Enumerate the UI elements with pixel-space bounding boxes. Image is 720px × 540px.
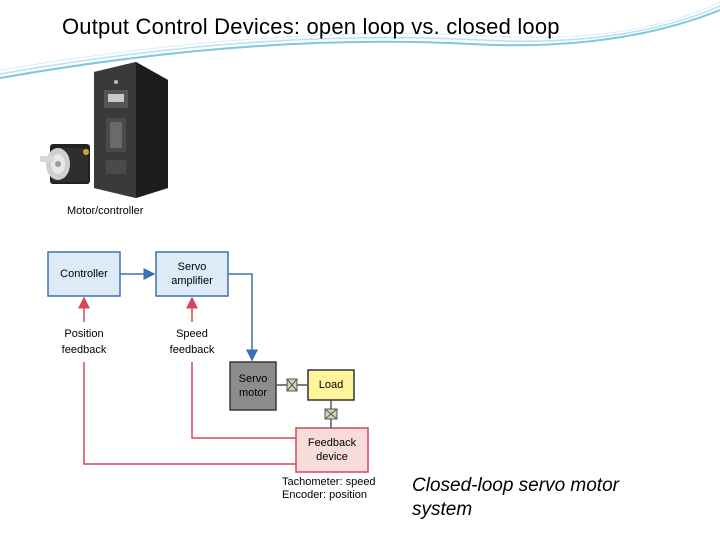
slide-caption-line2: system bbox=[412, 499, 473, 520]
feedback-device-label-line1: Feedback bbox=[307, 437, 357, 449]
servo-amplifier-box bbox=[155, 251, 229, 297]
amplifier-to-motor-arrow bbox=[228, 273, 258, 362]
position-feedback-label-line2: feedback bbox=[61, 344, 107, 356]
servo-motor-label: Servo motor bbox=[230, 362, 276, 410]
servo-amplifier-label: Servo amplifier bbox=[156, 252, 228, 296]
tachometer-note: Tachometer: speed bbox=[282, 476, 376, 488]
servo-motor-label-line2: motor bbox=[238, 387, 268, 399]
feedback-device-label: Feedback device bbox=[296, 428, 368, 472]
speed-feedback-label-line1: Speed bbox=[176, 328, 208, 340]
load-label: Load bbox=[318, 379, 344, 391]
feedback-device-box bbox=[295, 427, 369, 473]
photo-caption: Motor/controller bbox=[67, 205, 144, 217]
servo-amplifier-label-line1: Servo bbox=[177, 261, 207, 273]
motor-controller-photo bbox=[40, 62, 168, 198]
feedback-device-label-line2: device bbox=[316, 451, 348, 463]
sensor-note: Tachometer: speed Encoder: position bbox=[282, 476, 376, 502]
controller-label: Controller bbox=[60, 268, 108, 280]
slide-caption-line1: Closed-loop servo motor bbox=[412, 475, 619, 496]
slide-caption: Closed-loop servo motor system bbox=[412, 474, 672, 522]
position-feedback-line-lower bbox=[83, 362, 296, 465]
encoder-note: Encoder: position bbox=[282, 489, 367, 501]
position-feedback-label: Position feedback bbox=[44, 326, 124, 358]
slide-title: Output Control Devices: open loop vs. cl… bbox=[62, 14, 560, 39]
speed-feedback-label-line2: feedback bbox=[169, 344, 215, 356]
speed-feedback-line-lower bbox=[191, 362, 296, 439]
servo-amplifier-label-line2: amplifier bbox=[171, 275, 213, 287]
servo-motor-label-line1: Servo bbox=[238, 373, 268, 385]
header-swoosh-decoration bbox=[0, 1, 720, 79]
position-feedback-label-line1: Position bbox=[64, 328, 104, 340]
speed-feedback-label: Speed feedback bbox=[152, 326, 232, 358]
controller-box bbox=[47, 251, 121, 297]
servo-motor-box bbox=[229, 361, 277, 411]
load-box bbox=[307, 369, 355, 401]
